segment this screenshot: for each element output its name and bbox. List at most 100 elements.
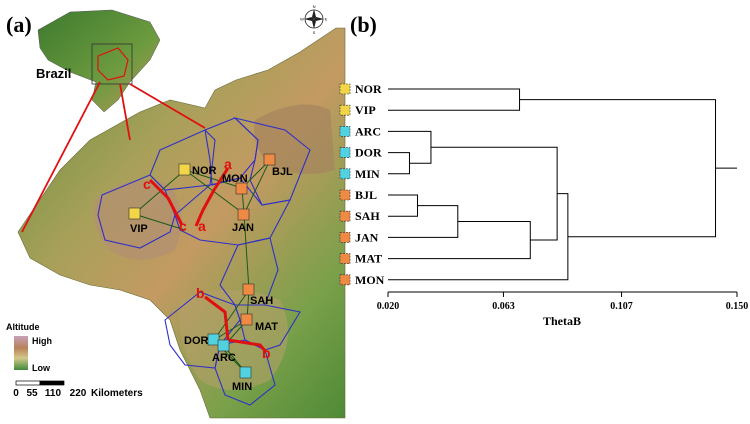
panel-a-label: (a) — [6, 12, 32, 37]
altitude-legend: Altitude High Low — [6, 322, 52, 373]
altitude-color-ramp — [14, 336, 28, 370]
highland-patch-west — [94, 180, 182, 260]
scale-tick-55: 55 — [26, 388, 38, 399]
tree-branch-6 — [430, 146, 558, 241]
tree-branch-0 — [388, 88, 521, 111]
site-mon[interactable]: MON — [222, 173, 248, 195]
site-sah-marker — [242, 283, 255, 296]
site-dor-marker — [207, 333, 220, 346]
site-jan-label: JAN — [232, 222, 254, 234]
barrier-label-c-top: c — [143, 176, 151, 192]
scale-unit: Kilometers — [91, 388, 143, 399]
leaf-marker — [339, 126, 351, 137]
site-dor[interactable]: DOR — [184, 333, 220, 347]
site-vip[interactable]: VIP — [128, 207, 148, 235]
axis-tick-label: 0.020 — [377, 301, 400, 312]
barrier-label-b-right: b — [262, 345, 271, 361]
site-vip-marker — [128, 207, 141, 220]
compass-icon: N S E W — [300, 4, 328, 35]
leaf-dor: DOR — [339, 146, 382, 160]
barrier-c-line — [148, 178, 184, 226]
panel-b-label: (b) — [350, 12, 377, 37]
site-mon-label: MON — [222, 173, 248, 185]
brazil-inset-map — [37, 9, 161, 113]
leaf-label: MON — [355, 273, 385, 287]
compass-w: W — [300, 17, 304, 22]
leaf-label: SAH — [355, 209, 380, 223]
zoom-line-3 — [129, 83, 206, 129]
tree-branch-3 — [388, 194, 419, 217]
site-nor-marker — [178, 163, 191, 176]
leaf-arc: ARC — [339, 124, 381, 138]
leaf-nor: NOR — [339, 82, 382, 96]
inset-state-outline — [97, 47, 129, 81]
site-arc-marker — [217, 339, 230, 352]
site-sah[interactable]: SAH — [242, 283, 273, 307]
barrier-label-a-top: a — [224, 156, 232, 172]
leaf-mat: MAT — [339, 252, 382, 266]
compass-e: E — [325, 17, 328, 22]
altitude-low: Low — [32, 363, 51, 373]
leaf-label: MAT — [355, 252, 382, 266]
leaf-marker — [339, 189, 351, 201]
leaf-mon: MON — [339, 273, 385, 287]
axis-tick-label: 0.150 — [726, 301, 749, 312]
site-mat-label: MAT — [255, 321, 278, 333]
leaf-label: VIP — [355, 103, 376, 117]
tree-axis: 0.020 0.063 0.107 0.150 — [377, 291, 749, 312]
barrier-label-b-left: b — [196, 285, 205, 301]
scale-tick-0: 0 — [13, 388, 19, 399]
site-vip-label: VIP — [130, 223, 148, 235]
leaf-marker — [339, 83, 351, 95]
site-min-label: MIN — [232, 381, 252, 393]
site-nor-label: NOR — [192, 165, 217, 177]
brazil-label: Brazil — [36, 66, 71, 81]
tree-links — [388, 88, 737, 281]
leaf-label: JAN — [355, 230, 379, 244]
site-bjl-marker — [263, 153, 276, 166]
leaf-marker — [339, 232, 351, 243]
leaf-marker — [339, 210, 351, 222]
leaf-vip: VIP — [339, 103, 376, 117]
axis-title: ThetaB — [543, 314, 581, 328]
leaf-marker — [339, 147, 351, 158]
leaf-marker — [339, 274, 351, 286]
panel-a-map: (a) Brazil N S E W — [6, 4, 346, 419]
barrier-a-line — [194, 167, 230, 227]
leaf-marker — [339, 168, 351, 180]
compass-s: S — [313, 30, 316, 35]
site-arc[interactable]: ARC — [212, 339, 236, 364]
site-jan-marker — [237, 208, 250, 221]
site-mat[interactable]: MAT — [240, 313, 278, 333]
barrier-label-c-bottom: c — [179, 218, 187, 234]
site-mat-marker — [240, 313, 253, 326]
altitude-high: High — [32, 336, 52, 346]
barrier-label-a-bottom: a — [198, 218, 206, 234]
zoom-line-1 — [21, 81, 101, 233]
zoom-line-2 — [119, 83, 131, 141]
site-bjl[interactable]: BJL — [263, 153, 293, 178]
compass-n: N — [313, 4, 316, 9]
axis-tick-label: 0.063 — [492, 301, 515, 312]
tree-branch-8 — [519, 99, 717, 238]
axis-tick-label: 0.107 — [610, 301, 633, 312]
leaf-bjl: BJL — [339, 188, 377, 202]
tree-branch-7 — [388, 193, 569, 281]
site-jan[interactable]: JAN — [232, 208, 254, 234]
site-mon-marker — [235, 182, 248, 195]
leaf-marker — [339, 253, 351, 264]
leaf-sah: SAH — [339, 209, 380, 223]
site-sah-label: SAH — [250, 295, 273, 307]
leaf-jan: JAN — [339, 230, 379, 244]
site-min[interactable]: MIN — [232, 366, 252, 393]
site-arc-label: ARC — [212, 352, 236, 364]
site-markers: NOR VIP MON BJL JAN SAH — [128, 153, 293, 393]
site-nor[interactable]: NOR — [178, 163, 217, 177]
leaf-marker — [339, 104, 351, 116]
leaf-label: ARC — [355, 124, 381, 138]
tree-branch-4 — [388, 205, 459, 238]
altitude-title: Altitude — [6, 322, 40, 332]
site-bjl-label: BJL — [272, 166, 293, 178]
